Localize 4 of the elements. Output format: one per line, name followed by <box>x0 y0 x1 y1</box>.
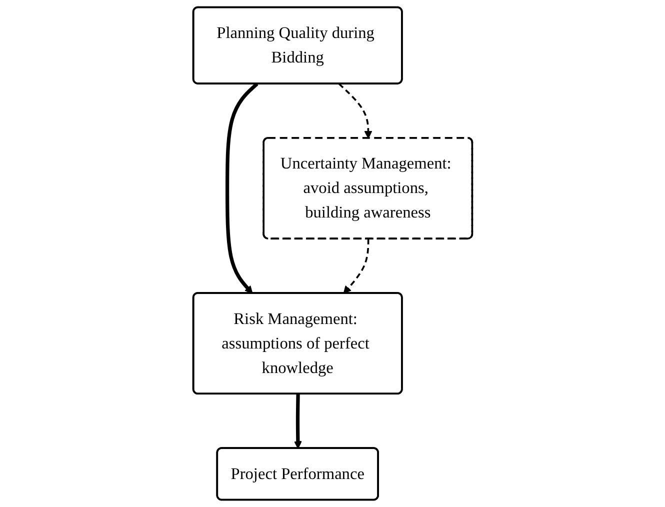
arrow <box>338 83 372 139</box>
arrow <box>294 394 302 449</box>
arrow <box>225 82 258 294</box>
arrow <box>343 238 369 294</box>
